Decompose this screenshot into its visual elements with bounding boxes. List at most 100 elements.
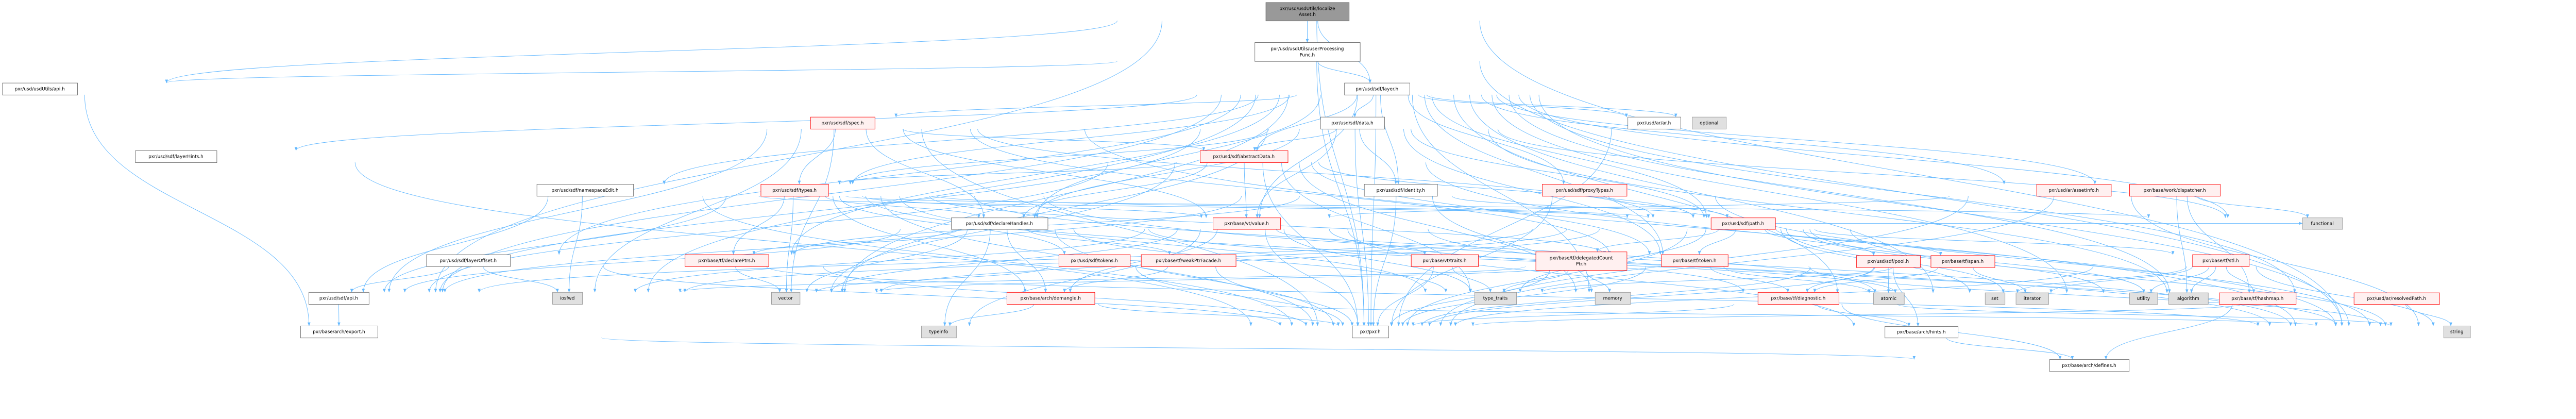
dependency-edge-data-to-functional	[1497, 128, 2227, 218]
dependency-edge-stl-to-iterator	[2049, 266, 2193, 293]
include-dependency-graph: pxr/usd/usdUtils/localizeAsset.hpxr/usd/…	[2, 2, 2471, 372]
node-label: iterator	[2024, 296, 2041, 301]
node-box	[2129, 292, 2158, 305]
node-demangle[interactable]: pxr/base/arch/demangle.h	[1007, 292, 1095, 305]
node-tokens[interactable]: pxr/usd/sdf/tokens.h	[1058, 254, 1131, 267]
node-pool[interactable]: pxr/usd/sdf/pool.h	[1856, 255, 1921, 268]
dependency-edge-arar-to-pxr	[1397, 128, 1612, 326]
node-box	[536, 184, 634, 197]
node-optional: optional	[1692, 116, 1727, 129]
node-proxy[interactable]: pxr/usd/sdf/proxyTypes.h	[1542, 184, 1628, 197]
node-label: pxr/usd/usdUtils/userProcessing	[1270, 47, 1344, 52]
node-ident[interactable]: pxr/usd/sdf/identity.h	[1364, 184, 1438, 197]
dependency-edge-assetinfo-to-value	[1328, 195, 1950, 218]
node-declptrs[interactable]: pxr/base/tf/declarePtrs.h	[685, 254, 769, 267]
node-box	[1873, 292, 1905, 305]
dependency-edge-types-to-demangle	[833, 196, 1027, 293]
node-label: pxr/base/tf/weakPtrFacade.h	[1156, 258, 1221, 263]
dependency-edge-data-to-path	[1411, 128, 1706, 218]
node-abs[interactable]: pxr/usd/sdf/abstractData.h	[1200, 150, 1289, 163]
node-layer[interactable]: pxr/usd/sdf/layer.h	[1344, 82, 1410, 95]
dependency-edge-layer-to-iosfwd	[647, 94, 1256, 293]
node-spec[interactable]: pxr/usd/sdf/spec.h	[810, 116, 875, 129]
node-pxr[interactable]: pxr/pxr.h	[1352, 326, 1389, 339]
dependency-edge-span-to-diag	[1813, 267, 1939, 293]
node-box	[135, 150, 217, 163]
node-box	[1885, 326, 1959, 339]
dependency-edge-abs-to-token	[1311, 162, 1651, 255]
node-value[interactable]: pxr/base/vt/value.h	[1213, 217, 1281, 230]
dependency-edge-abs-to-typetraits	[1281, 162, 1472, 293]
dependency-edge-decl-to-demangle	[1007, 229, 1047, 293]
node-label: pxr/usd/sdf/layer.h	[1355, 87, 1398, 92]
node-box	[951, 217, 1048, 230]
node-box	[760, 184, 829, 197]
node-iterator: iterator	[2015, 292, 2049, 305]
node-box	[921, 326, 957, 339]
node-box	[2443, 326, 2471, 339]
node-box	[1661, 254, 1728, 267]
dependency-edge-stl-to-set	[2016, 266, 2188, 293]
node-decl[interactable]: pxr/usd/sdf/declareHandles.h	[951, 217, 1048, 230]
node-box	[1757, 292, 1839, 305]
node-label: pxr/base/tf/declarePtrs.h	[698, 258, 755, 263]
dependency-edge-abs-to-pxr	[1262, 162, 1360, 326]
dependency-edge-tokens-to-vector	[815, 266, 1048, 293]
dependency-edge-spec-to-types	[798, 128, 836, 185]
dependency-edge-layer-to-abs	[1256, 94, 1358, 151]
dependency-edge-types-to-typetraits	[899, 196, 1427, 293]
node-nsedit[interactable]: pxr/usd/sdf/namespaceEdit.h	[536, 184, 634, 197]
dependency-edge-diag-to-archhints	[1816, 304, 1911, 327]
dependency-edge-data-to-token	[1403, 128, 1662, 255]
node-label: pxr/usd/sdf/spec.h	[821, 121, 863, 126]
node-archhints[interactable]: pxr/base/arch/hints.h	[1885, 326, 1959, 339]
node-stl[interactable]: pxr/base/tf/stl.h	[2192, 254, 2250, 267]
node-data[interactable]: pxr/usd/sdf/data.h	[1320, 116, 1385, 129]
dependency-edge-spec-to-vector	[789, 128, 835, 293]
dependency-edge-layerhints-to-pxr	[354, 162, 1252, 326]
node-weak[interactable]: pxr/base/tf/weakPtrFacade.h	[1141, 254, 1236, 267]
node-resolved[interactable]: pxr/usd/ar/resolvedPath.h	[2353, 292, 2440, 305]
node-functional: functional	[2302, 217, 2343, 230]
node-utility: utility	[2129, 292, 2158, 305]
node-diag[interactable]: pxr/base/tf/diagnostic.h	[1757, 292, 1839, 305]
node-box	[300, 326, 378, 339]
node-assetinfo[interactable]: pxr/usd/ar/assetInfo.h	[2036, 184, 2112, 197]
node-label: pxr/usd/usdUtils/localize	[1279, 7, 1335, 12]
node-box	[1930, 255, 1995, 268]
node-box	[2129, 184, 2221, 197]
node-box	[308, 292, 369, 305]
dependency-edge-dispatcher-to-functional	[2196, 196, 2309, 218]
node-sdfapi[interactable]: pxr/usd/sdf/api.h	[308, 292, 369, 305]
node-types[interactable]: pxr/usd/sdf/types.h	[760, 184, 829, 197]
node-uapi[interactable]: pxr/usd/usdUtils/api.h	[2, 82, 78, 95]
node-export[interactable]: pxr/base/arch/export.h	[300, 326, 378, 339]
node-traits[interactable]: pxr/base/vt/traits.h	[1411, 254, 1479, 267]
node-span[interactable]: pxr/base/tf/span.h	[1930, 255, 1995, 268]
node-defines[interactable]: pxr/base/arch/defines.h	[2049, 359, 2130, 372]
node-label: pxr/base/tf/delegatedCount	[1550, 256, 1613, 261]
dependency-edge-layer-to-dispatcher	[1496, 94, 2096, 185]
node-path[interactable]: pxr/usd/sdf/path.h	[1710, 217, 1776, 230]
node-label: pxr/usd/sdf/types.h	[772, 188, 817, 193]
node-arar[interactable]: pxr/usd/ar/ar.h	[1628, 116, 1681, 129]
node-layerhints[interactable]: pxr/usd/sdf/layerHints.h	[135, 150, 217, 163]
node-dispatcher[interactable]: pxr/base/work/dispatcher.h	[2129, 184, 2221, 197]
node-token[interactable]: pxr/base/tf/token.h	[1661, 254, 1728, 267]
dependency-edge-token-to-pxr	[1401, 266, 1647, 326]
node-box	[2036, 184, 2112, 197]
node-hashmap[interactable]: pxr/base/tf/hashmap.h	[2219, 292, 2297, 305]
dependency-edge-types-to-set	[974, 196, 1876, 293]
node-label: pxr/usd/sdf/data.h	[1331, 121, 1373, 126]
dependency-edge-value-to-typeinfo	[968, 229, 1201, 326]
dependency-edge-declptrs-to-vector	[735, 266, 782, 293]
dependency-edge-decl-to-declptrs	[752, 229, 959, 255]
node-label: pxr/usd/sdf/namespaceEdit.h	[551, 188, 618, 193]
node-layeroff[interactable]: pxr/usd/sdf/layerOffset.h	[426, 254, 511, 267]
dependency-edge-data-to-abs	[1253, 128, 1336, 151]
node-label: vector	[778, 296, 793, 301]
node-box	[1265, 2, 1350, 22]
